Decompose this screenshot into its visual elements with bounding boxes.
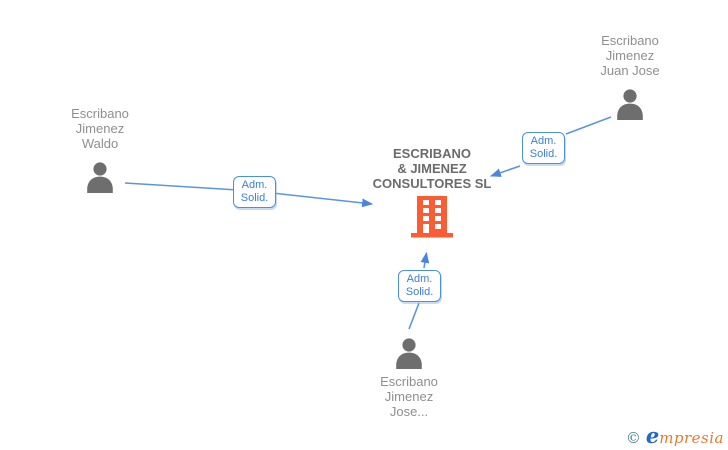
edge-label-jose[interactable]: Adm. Solid.: [398, 270, 441, 302]
person-icon: [617, 89, 643, 120]
company-name: ESCRIBANO & JIMENEZ CONSULTORES SL: [372, 146, 492, 191]
person-node-jose[interactable]: Escribano Jimenez Jose...: [347, 338, 471, 419]
edge-line-jose-company: [408, 302, 420, 330]
person-name: Escribano Jimenez Jose...: [380, 374, 438, 419]
copyright-symbol: ©: [625, 429, 641, 447]
brand-initial: e: [645, 423, 660, 448]
person-name: Escribano Jimenez Juan Jose: [600, 33, 660, 78]
edge-line-jose-company-arrow: [420, 251, 430, 269]
edge-label-juan-jose[interactable]: Adm. Solid.: [522, 132, 565, 164]
company-node[interactable]: ESCRIBANO & JIMENEZ CONSULTORES SL: [360, 146, 504, 238]
person-icon: [87, 162, 113, 193]
person-name: Escribano Jimenez Waldo: [71, 106, 129, 151]
edge-label-waldo[interactable]: Adm. Solid.: [233, 176, 276, 208]
empresia-logo[interactable]: © e mpresia: [625, 423, 724, 448]
person-node-waldo[interactable]: Escribano Jimenez Waldo: [38, 106, 162, 193]
person-icon: [396, 338, 422, 369]
building-icon: [411, 196, 453, 238]
person-node-juan-jose[interactable]: Escribano Jimenez Juan Jose: [568, 33, 692, 120]
brand-name: mpresia: [659, 429, 724, 447]
